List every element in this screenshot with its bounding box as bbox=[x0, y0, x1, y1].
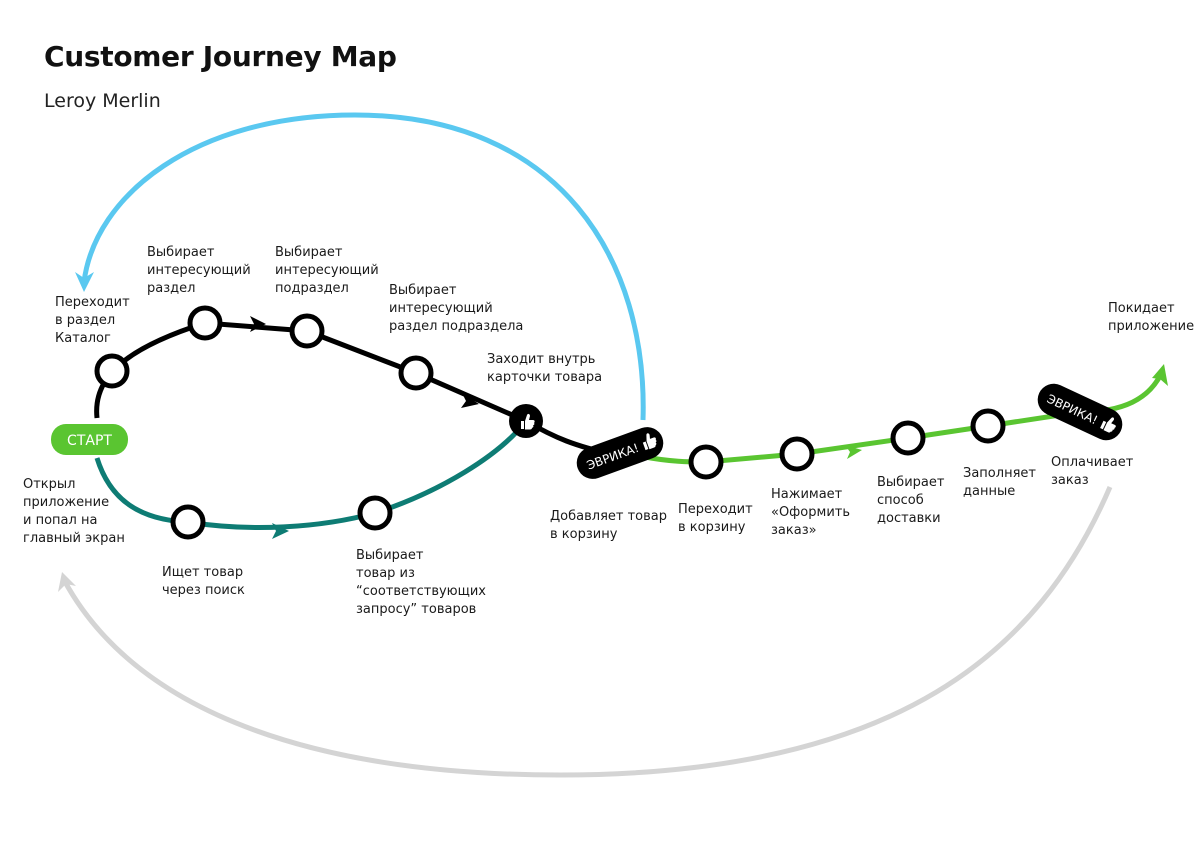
arrow-head-black-1 bbox=[250, 316, 266, 332]
return-loop-blue bbox=[81, 112, 646, 421]
label-product-card: Заходит внутрь карточки товара bbox=[487, 352, 603, 385]
label-pick-from-results: Выбирает товар из “соответствующих запро… bbox=[356, 548, 486, 617]
node-go-to-cart bbox=[688, 444, 724, 480]
arrow-head-green-1 bbox=[845, 445, 862, 459]
arrow-head-green-2 bbox=[1152, 364, 1168, 386]
label-search: Ищет товар через поиск bbox=[162, 565, 245, 598]
node-subsection bbox=[289, 313, 325, 349]
eureka-badge-1: ЭВРИКА! bbox=[576, 427, 664, 479]
checkout-path bbox=[639, 374, 1163, 465]
arrow-head-teal bbox=[272, 523, 289, 539]
label-go-to-cart: Переходит в корзину bbox=[678, 502, 753, 535]
start-badge-label: СТАРТ bbox=[67, 433, 112, 449]
label-subsection-section: Выбирает интересующий раздел подраздела bbox=[389, 283, 524, 334]
node-subsection-section bbox=[398, 355, 434, 391]
node-section bbox=[187, 305, 223, 341]
label-subsection: Выбирает интересующий подраздел bbox=[275, 245, 379, 296]
arrow-head-black-2 bbox=[461, 393, 479, 408]
start-badge bbox=[51, 424, 128, 455]
node-pick-from-results bbox=[357, 495, 393, 531]
label-add-to-cart: Добавляет товар в корзину bbox=[550, 509, 667, 542]
node-search bbox=[170, 504, 206, 540]
label-section: Выбирает интересующий раздел bbox=[147, 245, 251, 296]
label-open-app: Открыл приложение и попал на главный экр… bbox=[23, 477, 125, 546]
node-fill-data bbox=[970, 408, 1006, 444]
label-pay: Оплачивает заказ bbox=[1051, 455, 1134, 488]
page-title: Customer Journey Map bbox=[44, 40, 397, 73]
node-checkout bbox=[779, 436, 815, 472]
node-catalog bbox=[94, 353, 130, 389]
eureka-badge-2: ЭВРИКА! bbox=[1037, 383, 1123, 441]
catalog-path bbox=[94, 320, 616, 458]
search-path bbox=[94, 419, 528, 530]
label-delivery: Выбирает способ доставки bbox=[877, 475, 945, 526]
return-loop-gray bbox=[61, 486, 1113, 778]
page-subtitle: Leroy Merlin bbox=[44, 90, 161, 112]
label-leave: Покидает приложение bbox=[1108, 301, 1195, 334]
label-fill-data: Заполняет данные bbox=[963, 466, 1036, 499]
arrow-head-gray bbox=[58, 572, 76, 592]
label-catalog: Переходит в раздел Каталог bbox=[55, 295, 130, 346]
arrow-head-blue bbox=[75, 272, 94, 292]
label-checkout: Нажимает «Оформить заказ» bbox=[771, 487, 850, 538]
node-delivery bbox=[890, 420, 926, 456]
